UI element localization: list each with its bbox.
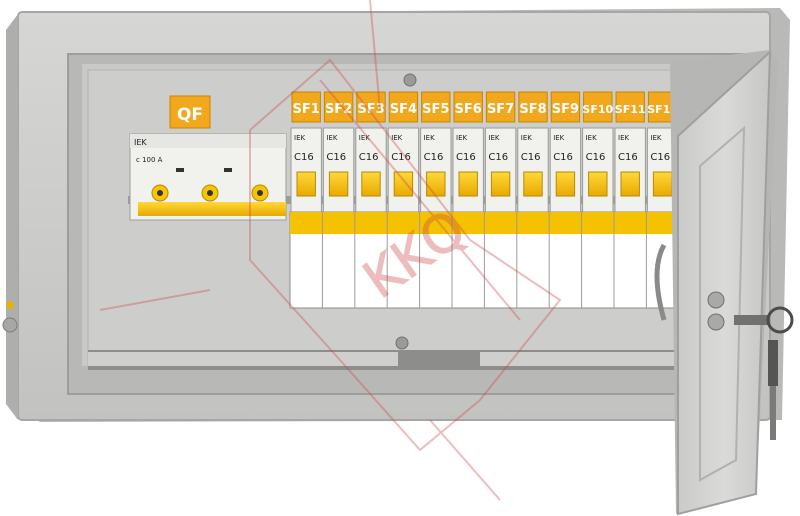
breaker-module [452,127,484,213]
breaker-rating: C16 [521,152,541,163]
breaker-brand: IEK [294,134,305,142]
side-knob-icon [2,317,18,333]
breaker-label-sf9: SF9 [552,102,579,117]
breaker-label-tile [583,91,613,123]
qf-label-text: QF [177,105,203,125]
breaker-rating: C16 [488,152,508,163]
breaker-label-sf8: SF8 [519,102,546,117]
main-breaker-rating: c 100 A [136,156,163,164]
main-breaker: IEK c 100 A [129,133,287,221]
breaker-handle [490,171,511,197]
breaker-module [355,127,387,213]
qf-label: QF [169,95,211,129]
breaker-brand: IEK [521,134,532,142]
breaker-brand: IEK [326,134,337,142]
breaker-brand: IEK [618,134,629,142]
breaker-module [322,127,355,213]
breaker-label-tile [615,91,645,123]
breaker-module [290,127,322,213]
breaker-label-sf1: SF1 [293,102,320,117]
breaker-rating: C16 [456,152,476,163]
breaker-label-tile [388,91,419,123]
breaker-label-sf4: SF4 [390,102,417,117]
breaker-handle [458,171,478,197]
breaker-brand: IEK [391,134,402,142]
breaker-module [420,127,452,213]
breaker-handle [426,171,446,197]
breaker-handle [393,171,414,197]
screw-icon [395,336,409,350]
door-hinge-icon [654,243,667,321]
breaker-label-tile [291,91,321,123]
breaker-brand: IEK [488,134,499,142]
breaker-module [582,127,614,213]
breaker-label-sf3: SF3 [357,102,384,117]
breaker-label-tile [356,91,386,123]
breaker-handle [620,171,640,197]
breaker-handle [555,171,576,197]
key-icon [734,315,770,325]
breaker-rating: C16 [326,152,346,163]
screw-icon [403,73,417,87]
breaker-label-tile [453,91,483,123]
breaker-handle [361,171,381,197]
label-window [289,211,679,309]
door-lock-icon [707,291,725,309]
main-breaker-handle [138,202,286,216]
breaker-handle [652,171,673,197]
breaker-rating: C16 [618,152,638,163]
breaker-brand: IEK [586,134,597,142]
breaker-brand: IEK [650,134,661,142]
breaker-rating: C16 [294,152,314,163]
breaker-brand: IEK [359,134,370,142]
breaker-module [387,127,420,213]
breaker-brand: IEK [456,134,467,142]
breaker-label-sf12: SF12 [647,103,678,116]
breaker-label-sf6: SF6 [455,102,482,117]
breaker-brand: IEK [424,134,435,142]
breaker-rating: C16 [650,152,670,163]
breaker-handle [588,171,608,197]
breaker-brand: IEK [553,134,564,142]
breaker-label-sf11: SF11 [615,103,646,116]
breaker-module [549,127,582,213]
breaker-label-sf10: SF10 [582,103,613,116]
breaker-label-sf2: SF2 [325,102,352,117]
breaker-rating: C16 [586,152,606,163]
breaker-label-tile [421,91,451,123]
breaker-rating: C16 [391,152,411,163]
breaker-label-sf7: SF7 [487,102,514,117]
breaker-label-tile [550,91,581,123]
breaker-rating: C16 [424,152,444,163]
breaker-label-tile [323,91,354,123]
main-breaker-brand: IEK [134,138,147,147]
breaker-label-sf5: SF5 [422,102,449,117]
breaker-module [614,127,646,213]
breaker-handle [523,171,543,197]
breaker-handle [296,171,316,197]
breaker-rating: C16 [553,152,573,163]
breaker-handle [328,171,349,197]
breaker-rating: C16 [359,152,379,163]
breaker-label-tile [485,91,516,123]
breaker-label-tile [518,91,548,123]
open-door [654,49,794,516]
